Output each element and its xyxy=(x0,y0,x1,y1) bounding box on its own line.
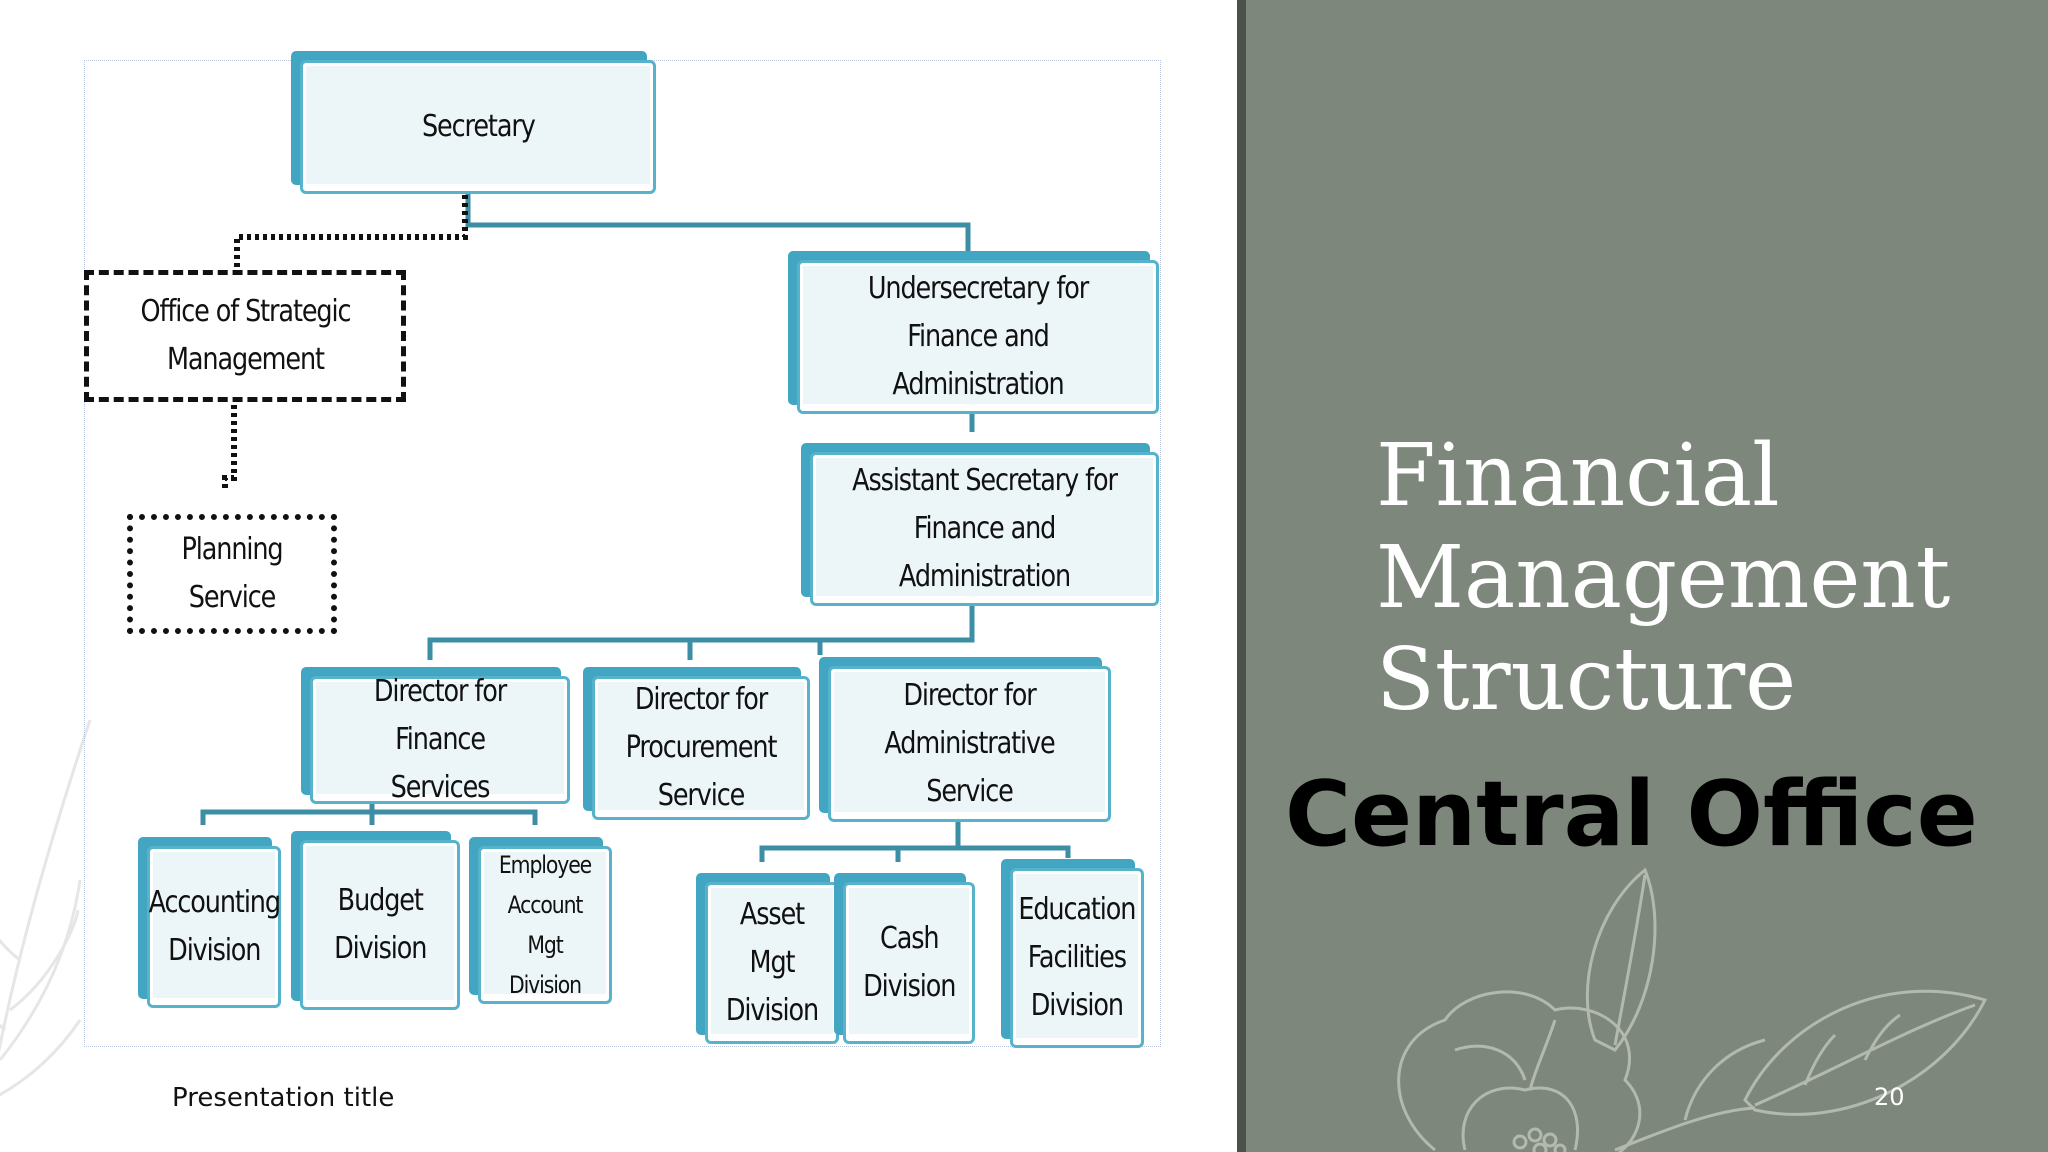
flower-decoration-icon xyxy=(1397,867,1988,1152)
node-strategic-management: Office of Strategic Management xyxy=(84,270,406,402)
title-panel xyxy=(1237,0,2048,1152)
node-secretary-label: Secretary xyxy=(421,109,536,144)
footer-presentation-title: Presentation title xyxy=(172,1083,395,1113)
node-director-finance: Director for Finance Services xyxy=(301,667,570,805)
node-education-facilities-division-label: Education Facilities Division xyxy=(1018,892,1136,1023)
panel-edge xyxy=(1237,0,1246,1152)
node-employee-account-division: Employee Account Mgt Division xyxy=(469,837,612,1004)
node-accounting-division: Accounting Division xyxy=(138,837,281,1008)
leaf-decoration-icon xyxy=(0,719,92,1097)
node-director-procurement: Director for Procurement Service xyxy=(583,667,810,820)
node-planning-service: Planning Service xyxy=(127,514,337,634)
node-strategic-management-label: Office of Strategic Management xyxy=(140,294,351,377)
node-accounting-division-label: Accounting Division xyxy=(148,885,280,968)
node-cash-division: Cash Division xyxy=(834,873,975,1044)
node-employee-account-division-label: Employee Account Mgt Division xyxy=(498,851,592,999)
node-planning-service-label: Planning Service xyxy=(181,532,283,615)
node-director-administrative-label: Director for Administrative Service xyxy=(884,678,1055,809)
node-director-finance-label: Director for Finance Services xyxy=(373,674,507,805)
node-director-procurement-label: Director for Procurement Service xyxy=(625,682,778,813)
node-cash-division-label: Cash Division xyxy=(862,921,956,1004)
node-asset-division: Asset Mgt Division xyxy=(696,873,839,1044)
page-number: 20 xyxy=(1874,1083,1905,1111)
node-undersecretary-label: Undersecretary for Finance and Administr… xyxy=(867,271,1089,402)
slide-subtitle: Central Office xyxy=(1285,762,1978,867)
org-chart-connectors xyxy=(200,193,1071,862)
node-secretary: Secretary xyxy=(291,51,656,194)
title-line-3: Structure xyxy=(1376,630,1797,730)
slide-title: Financial Management Structure xyxy=(1376,425,2016,731)
node-assistant-secretary: Assistant Secretary for Finance and Admi… xyxy=(801,443,1159,606)
node-budget-division-label: Budget Division xyxy=(333,883,427,966)
node-budget-division: Budget Division xyxy=(291,831,460,1010)
node-asset-division-label: Asset Mgt Division xyxy=(725,897,819,1028)
node-undersecretary: Undersecretary for Finance and Administr… xyxy=(788,251,1159,414)
node-education-facilities-division: Education Facilities Division xyxy=(1001,859,1144,1048)
node-assistant-secretary-label: Assistant Secretary for Finance and Admi… xyxy=(852,463,1118,594)
title-line-1: Financial xyxy=(1376,426,1780,526)
node-director-administrative: Director for Administrative Service xyxy=(819,657,1111,822)
title-line-2: Management xyxy=(1376,528,1951,628)
